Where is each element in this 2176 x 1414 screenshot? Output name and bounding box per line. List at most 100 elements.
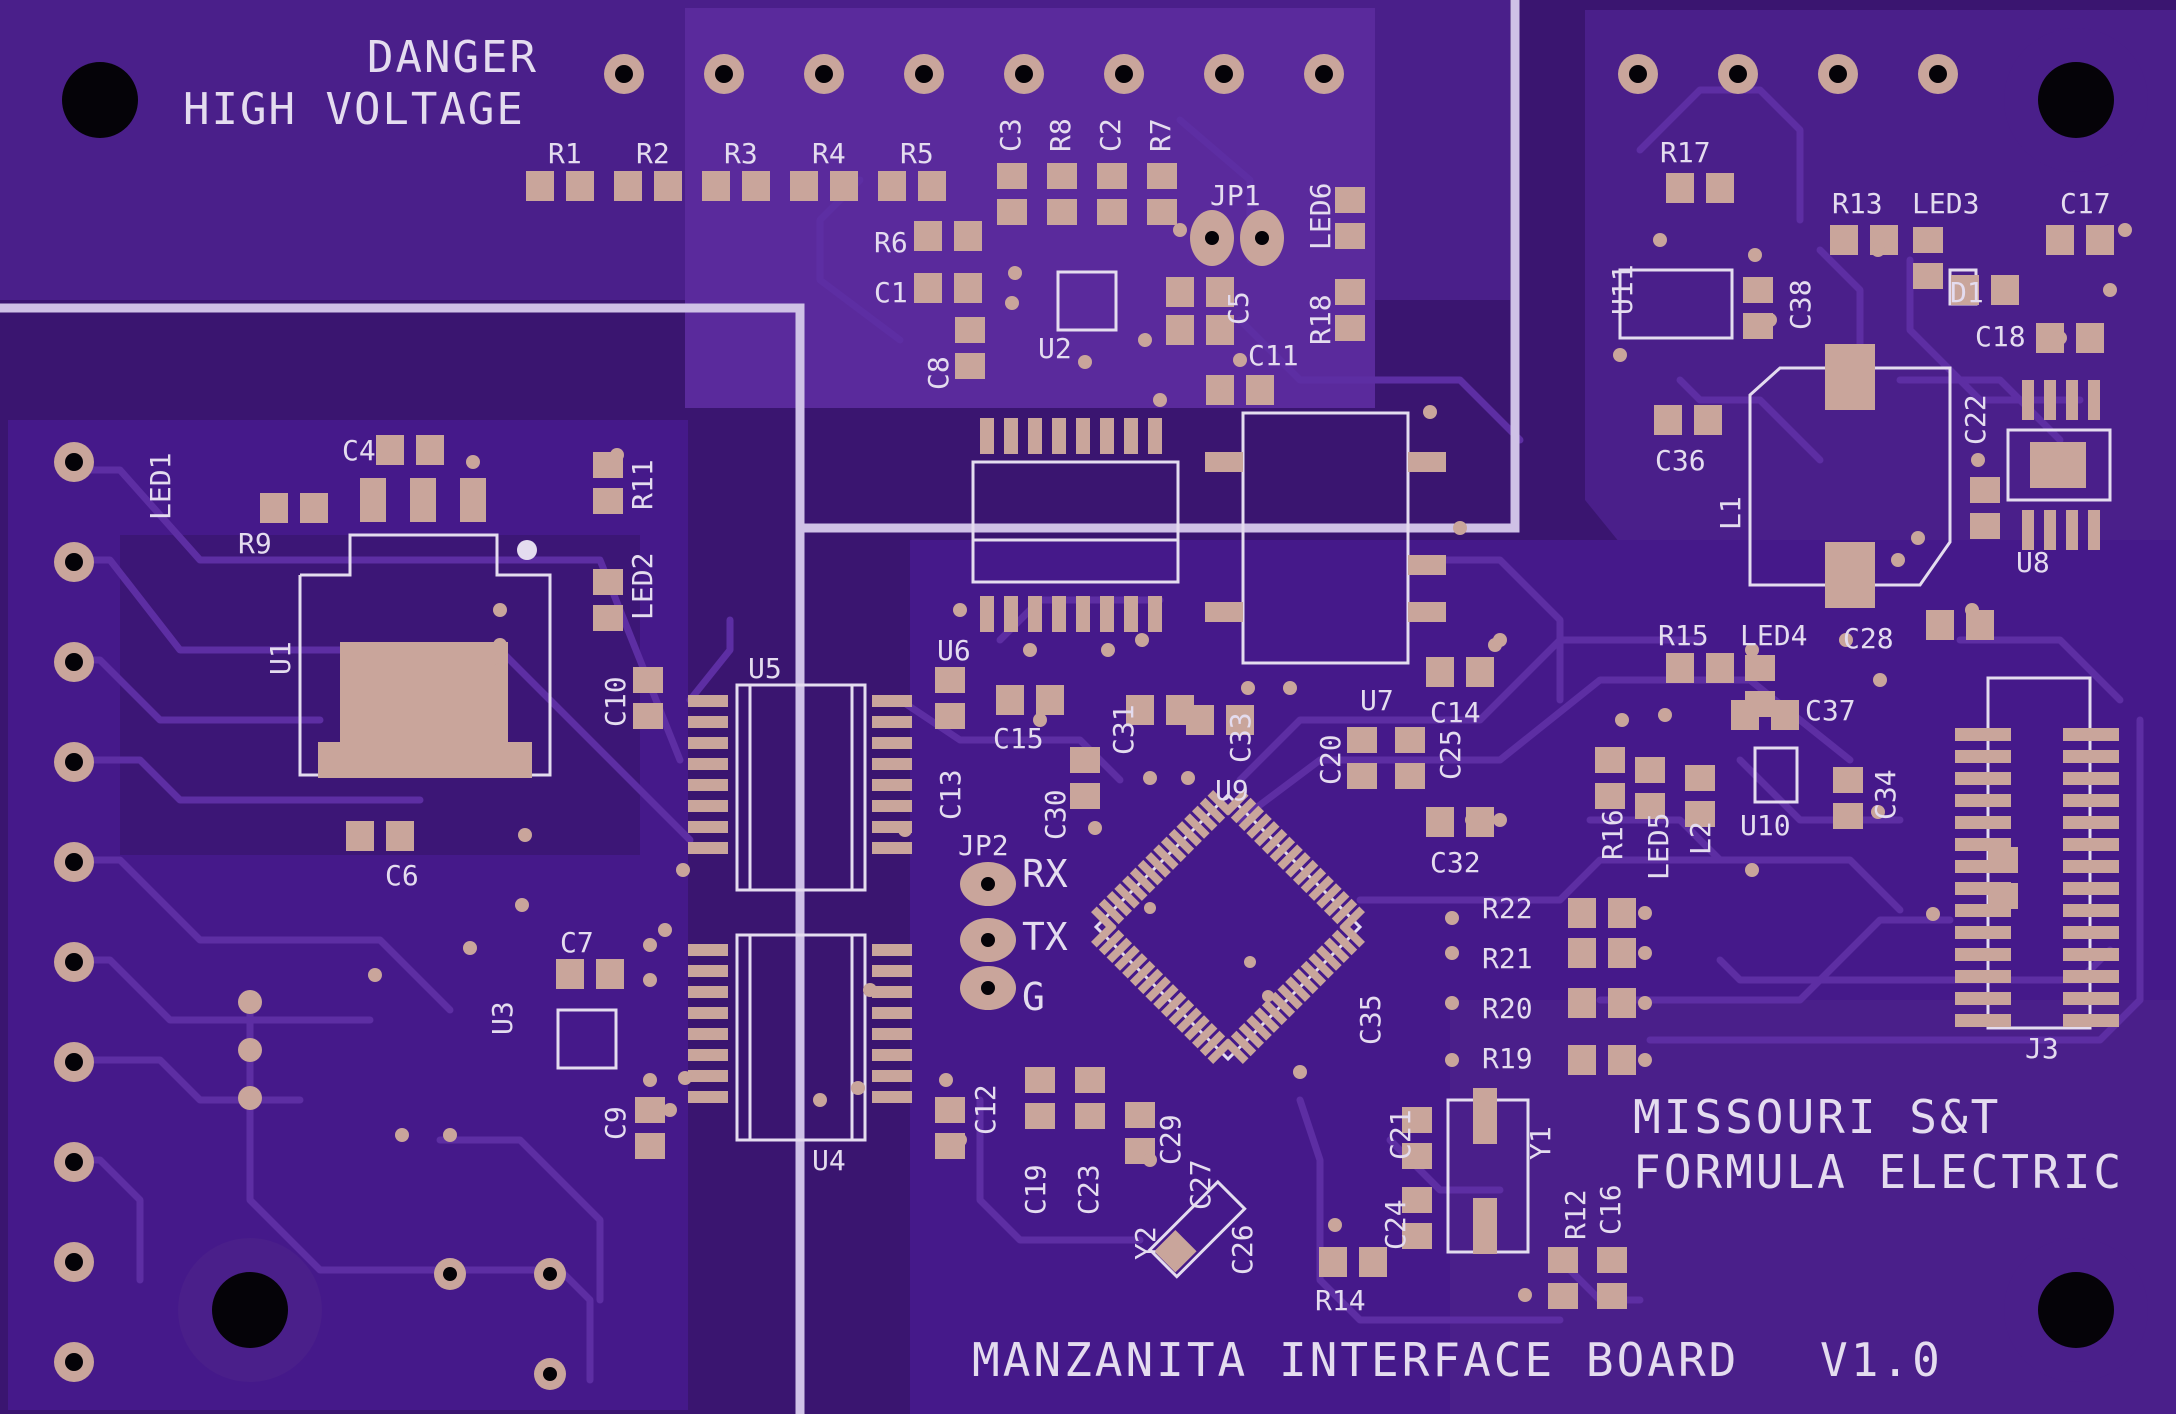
u4-isolator: [688, 933, 912, 1142]
silkscreen-text: DANGER HIGH VOLTAGE MISSOURI S&T FORMULA…: [183, 32, 2121, 1387]
designator-c21: C21: [1384, 1109, 1417, 1160]
u8-regulator: [2006, 380, 2112, 550]
designator-u9: U9: [1215, 774, 1249, 807]
designator-r6: R6: [874, 226, 908, 259]
mounting-hole-bottom-right: [2038, 1272, 2114, 1348]
designator-jp2: JP2: [958, 829, 1009, 862]
designator-c32: C32: [1430, 846, 1481, 879]
designator-led3: LED3: [1912, 187, 1979, 220]
designator-c8: C8: [922, 356, 955, 390]
designator-r3: R3: [724, 137, 758, 170]
designator-u3: U3: [486, 1001, 519, 1035]
designator-c37: C37: [1805, 694, 1856, 727]
designator-c31: C31: [1107, 704, 1140, 755]
designator-r13: R13: [1832, 187, 1883, 220]
designator-c3: C3: [994, 118, 1027, 152]
u1-module: [298, 478, 552, 778]
designator-r17: R17: [1660, 136, 1711, 169]
designator-r22: R22: [1482, 892, 1533, 925]
designator-c5: C5: [1222, 291, 1255, 325]
mounting-hole-top-right: [2038, 62, 2114, 138]
warning-line1: DANGER: [367, 32, 538, 83]
designator-c7: C7: [560, 926, 594, 959]
mounting-hole-top-left: [62, 62, 138, 138]
designator-c38: C38: [1784, 279, 1817, 330]
designator-c29: C29: [1154, 1114, 1187, 1165]
designator-c16: C16: [1594, 1184, 1627, 1235]
designator-c12: C12: [969, 1084, 1002, 1135]
designator-c2: C2: [1094, 118, 1127, 152]
designator-c36: C36: [1655, 444, 1706, 477]
designator-y2: Y2: [1129, 1226, 1162, 1260]
mounting-holes: [62, 28, 2148, 1382]
u7-relay: [1205, 411, 1446, 665]
designator-led4: LED4: [1740, 619, 1807, 652]
designator-led1: LED1: [144, 453, 177, 520]
jp2-label-tx: TX: [1022, 915, 1068, 959]
designator-c13: C13: [934, 769, 967, 820]
designator-c22: C22: [1959, 394, 1992, 445]
designator-c18: C18: [1975, 320, 2026, 353]
designator-u5: U5: [748, 652, 782, 685]
designator-c27: C27: [1184, 1159, 1217, 1210]
designator-r11: R11: [626, 459, 659, 510]
designator-led6: LED6: [1304, 183, 1337, 250]
designator-c20: C20: [1314, 734, 1347, 785]
designator-r20: R20: [1482, 992, 1533, 1025]
designator-c35: C35: [1354, 994, 1387, 1045]
jp2-jumper: [960, 862, 1016, 1010]
designator-u11: U11: [1606, 264, 1639, 315]
designator-r9: R9: [238, 527, 272, 560]
designator-c28: C28: [1843, 622, 1894, 655]
designator-l2: L2: [1684, 821, 1717, 855]
designator-c4: C4: [342, 434, 376, 467]
hv-isolation-lines: [0, 0, 1520, 1414]
designator-c1: C1: [874, 276, 908, 309]
designator-r7: R7: [1144, 118, 1177, 152]
designator-c15: C15: [993, 722, 1044, 755]
mounting-hole-bottom-left: [212, 1272, 288, 1348]
designator-u7: U7: [1360, 684, 1394, 717]
designator-c34: C34: [1869, 769, 1902, 820]
designator-r19: R19: [1482, 1042, 1533, 1075]
designator-r5: R5: [900, 137, 934, 170]
jp2-label-rx: RX: [1022, 852, 1068, 896]
designator-jp1: JP1: [1210, 179, 1261, 212]
designator-r8: R8: [1044, 118, 1077, 152]
designator-c10: C10: [599, 676, 632, 727]
designator-j3: J3: [2025, 1032, 2059, 1065]
traces: [56, 86, 2144, 1384]
designator-c6: C6: [385, 859, 419, 892]
designator-c24: C24: [1379, 1199, 1412, 1250]
designator-u2: U2: [1038, 332, 1072, 365]
designator-y1: Y1: [1524, 1126, 1557, 1160]
designator-r1: R1: [548, 137, 582, 170]
designator-u4: U4: [812, 1144, 846, 1177]
j3-connector: [1955, 676, 2119, 1030]
designator-led2: LED2: [626, 553, 659, 620]
designator-r21: R21: [1482, 942, 1533, 975]
board-version: V1.0: [1820, 1333, 1943, 1387]
jp1-jumper: [1190, 210, 1284, 266]
designator-led5: LED5: [1642, 813, 1675, 880]
designator-r15: R15: [1658, 619, 1709, 652]
designator-c19: C19: [1019, 1164, 1052, 1215]
y2-crystal: [1147, 1179, 1247, 1279]
team-line1: MISSOURI S&T: [1633, 1090, 2001, 1144]
designator-r16: R16: [1596, 809, 1629, 860]
designator-r18: R18: [1304, 294, 1337, 345]
designator-c25: C25: [1434, 729, 1467, 780]
designator-c9: C9: [599, 1106, 632, 1140]
designator-c11: C11: [1248, 339, 1299, 372]
l1-inductor: [1748, 344, 1952, 608]
designator-r2: R2: [636, 137, 670, 170]
header-pin-holes: [65, 65, 1947, 1381]
warning-line2: HIGH VOLTAGE: [183, 84, 525, 135]
designator-c33: C33: [1224, 712, 1257, 763]
designator-c26: C26: [1226, 1224, 1259, 1275]
designator-d1: D1: [1950, 276, 1984, 309]
board-title: MANZANITA INTERFACE BOARD: [972, 1333, 1739, 1387]
designator-r4: R4: [812, 137, 846, 170]
jp2-label-g: G: [1022, 975, 1045, 1019]
